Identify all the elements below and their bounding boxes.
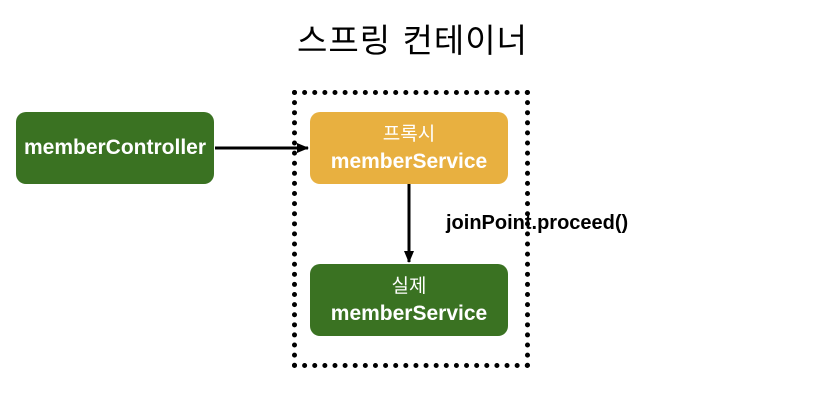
member-controller-label: memberController bbox=[23, 136, 207, 159]
proxy-service-label: memberService bbox=[330, 150, 488, 173]
diagram-title: 스프링 컨테이너 bbox=[296, 21, 528, 60]
real-label: 실제 bbox=[391, 275, 427, 297]
join-point-proceed-label: joinPoint.proceed() bbox=[446, 212, 629, 234]
spring-container-boundary bbox=[292, 90, 530, 368]
real-service-label: memberService bbox=[330, 302, 488, 325]
member-controller-node: memberController bbox=[16, 112, 214, 184]
proxy-label: 프록시 bbox=[382, 123, 436, 145]
real-member-service-node: 실제 memberService bbox=[310, 264, 508, 336]
proxy-member-service-node: 프록시 memberService bbox=[310, 112, 508, 184]
